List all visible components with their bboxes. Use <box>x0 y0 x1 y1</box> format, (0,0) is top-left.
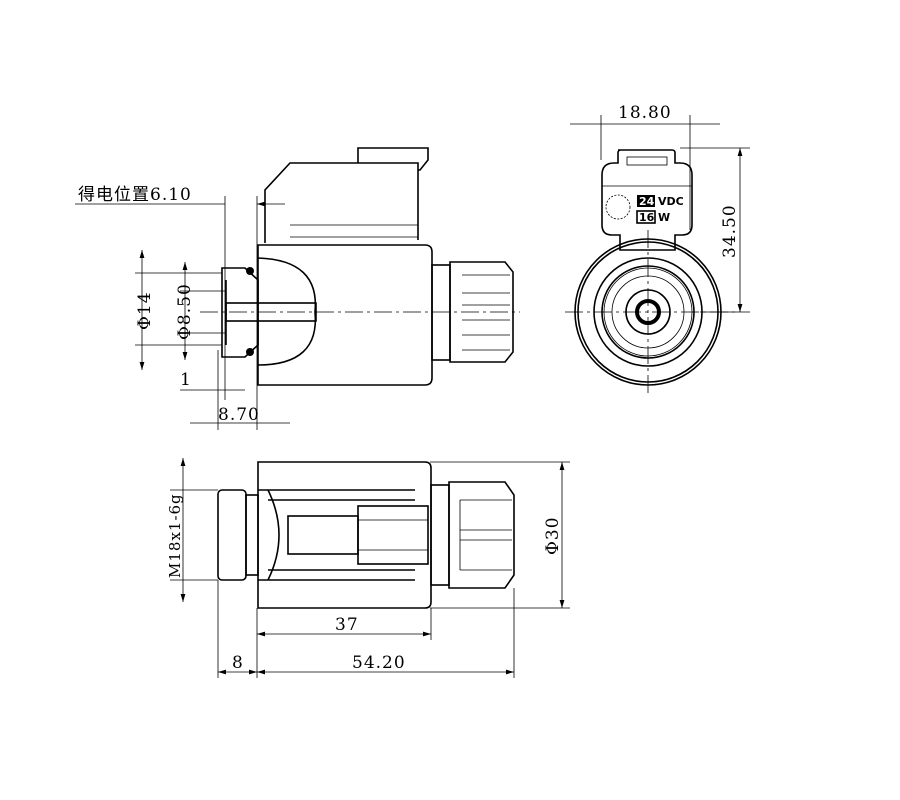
power-value: 16 <box>639 211 655 224</box>
dia-8-50-label: Φ8.50 <box>175 283 195 340</box>
height-34-50-label: 34.50 <box>720 204 740 258</box>
power-unit: W <box>658 211 670 224</box>
voltage-unit: VDC <box>658 195 684 208</box>
knurled-nut <box>449 261 514 363</box>
section-cut <box>257 257 317 366</box>
length-37-label: 37 <box>335 615 359 635</box>
ground-symbol-icon <box>605 194 631 220</box>
dim-8-70-label: 8.70 <box>218 405 260 425</box>
thread-label: M18x1-6g <box>166 493 184 578</box>
energized-position-label: 得电位置6.10 <box>78 185 192 205</box>
bottom-view: M18x1-6g Φ30 37 8 54.20 <box>166 458 570 678</box>
length-8-label: 8 <box>232 653 244 673</box>
voltage-value: 24 <box>639 195 655 208</box>
dia-30-label: Φ30 <box>543 516 563 555</box>
side-view: 得电位置6.10 Φ14 Φ8.50 1 8.70 <box>75 147 520 430</box>
coil-body <box>257 244 433 386</box>
length-54-20-label: 54.20 <box>352 653 406 673</box>
connector-housing <box>264 162 419 243</box>
connector-top <box>601 149 693 251</box>
dia-14-label: Φ14 <box>135 291 155 330</box>
end-view: 24 VDC 16 W 18.80 34.50 <box>565 103 750 395</box>
width-18-80-label: 18.80 <box>618 103 672 123</box>
coil-body-bottom <box>257 461 432 609</box>
dim-1-label: 1 <box>180 370 192 390</box>
fitting <box>221 267 259 358</box>
knurled-nut-bottom <box>448 481 515 589</box>
